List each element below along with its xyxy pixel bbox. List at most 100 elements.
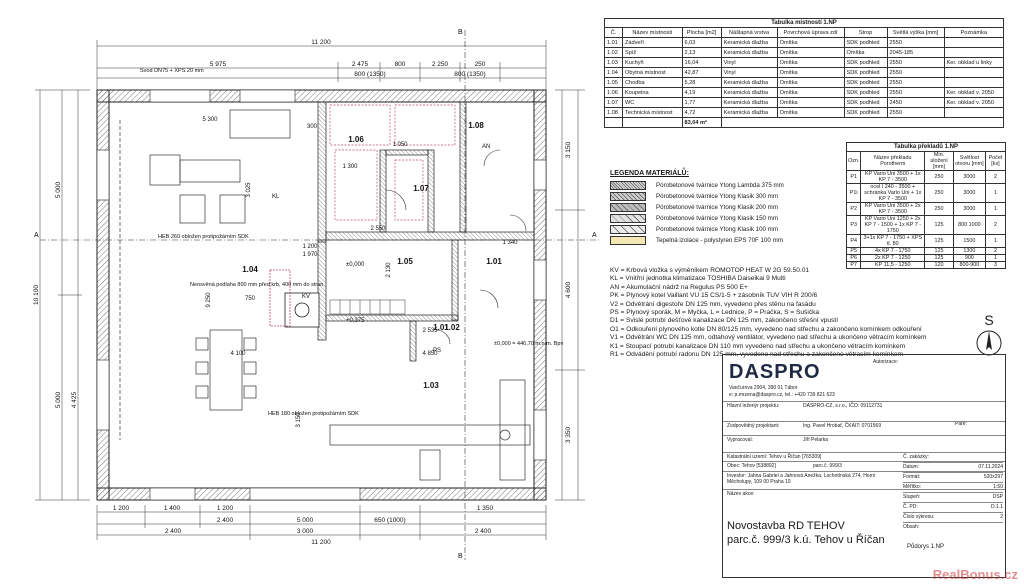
north-arrow: S (974, 312, 1004, 362)
dim-in-10: 1 970 (302, 252, 318, 258)
section-marker-b-top: B (458, 29, 463, 36)
dim-top-1: 5 975 (210, 61, 227, 68)
dim-in-16: 1 050 (392, 142, 408, 148)
installation-markings (329, 104, 456, 221)
dim-in-2: 3 025 (246, 182, 252, 198)
rooms-cell: 1.08 (604, 107, 623, 118)
lintel-cell: 125 (924, 215, 954, 235)
dim-in-7: 9 250 (206, 292, 212, 308)
rooms-cell: Ker. obklad v. 2050 (943, 87, 1005, 98)
note-heb260: HEB 260 obložen protipožárním SDK (158, 234, 249, 240)
rooms-th-floor: Nášlapná vrstva (720, 27, 778, 38)
rooms-th-walls: Povrchová úprava zdí (776, 27, 845, 38)
lintel-cell: KP Vario Uni 3500 + 1x KP 7 - 3500 (860, 170, 926, 184)
title-block: DASPRO Vančurova 2904, 390 01 Tábor e: p… (722, 354, 1006, 578)
rooms-cell: 1.01 (604, 37, 623, 48)
legend-title: LEGENDA MATERIÁLŮ: (610, 170, 689, 177)
dim-in-11: 1 340 (502, 240, 518, 246)
lintel-cell: P1 (845, 170, 862, 184)
room-label-1-02: 1.02 (444, 323, 460, 332)
dim-in-3: 2 550 (370, 226, 386, 232)
legend-swatch (610, 225, 646, 234)
rooms-cell: 1.07 (604, 97, 623, 108)
dim-top-4: 2 250 (432, 61, 449, 68)
dim-bottom-11: 2 400 (475, 528, 492, 535)
rooms-cell: Vinyl (720, 67, 778, 78)
rooms-cell: Omítka (776, 67, 845, 78)
rooms-cell: 16,04 (681, 57, 722, 68)
rooms-cell: Ker. obklad v. 2050 (943, 97, 1005, 108)
staircase (329, 299, 406, 315)
rooms-cell: Omítka (776, 107, 845, 118)
dim-left-2: 5 000 (55, 391, 62, 408)
tb-right-row: Datum:07.11.2024 (903, 462, 1003, 472)
lintel-table-title: Tabulka překladů 1.NP (846, 142, 1006, 151)
section-markers: A A B B (34, 29, 597, 560)
rooms-cell: Koupelna (621, 87, 683, 98)
lintel-cell: 2 (984, 215, 1007, 235)
rooms-cell: Keramická dlažba (720, 47, 778, 58)
dim-total-top: 11 200 (311, 39, 331, 46)
dim-right-3: 3 350 (565, 426, 572, 443)
dim-bottom-5: 5 000 (297, 517, 314, 524)
rooms-cell: Spíž (621, 47, 683, 58)
tb-right-row: Č. PD:D.1.1 (903, 502, 1003, 512)
rooms-cell: 2550 (886, 107, 945, 118)
lintel-cell: P7 (845, 261, 862, 269)
rooms-th-height: Světlá výška [mm] (886, 27, 945, 38)
dim-bottom-10: 3 000 (297, 528, 314, 535)
inner-walls (317, 101, 535, 362)
rooms-cell: Keramická dlažba (720, 97, 778, 108)
authorization-label: Autorizace: (873, 359, 899, 365)
lintel-cell: 2x KP 7 - 1250 (860, 254, 926, 262)
lintel-cell: 125 (924, 247, 954, 255)
tb-right-label: Stupeň: (903, 494, 921, 500)
top-dimension-lines (96, 40, 547, 90)
label-ps: PS (433, 348, 441, 354)
rooms-cell: SDK podhled (843, 67, 888, 78)
rooms-cell: Keramická dlažba (720, 37, 778, 48)
tb-right-row: Stupeň:DSP (903, 492, 1003, 502)
dim-bottom-3: 1 200 (217, 505, 234, 512)
lintel-cell: 2 (984, 170, 1007, 184)
rooms-cell: 1,77 (681, 97, 722, 108)
tb-zp-value: Ing. Pavel Hrobař, ČKAIT: 0701569 (803, 423, 882, 429)
legend-item: Pórobetonové tvárnice Ytong Klasik 200 m… (610, 202, 850, 213)
section-marker-a-right: A (592, 232, 597, 239)
tb-right-value: D.1.1 (991, 504, 1003, 510)
legend-swatch (610, 214, 646, 223)
lintel-cell: 250 (924, 170, 954, 184)
compass-icon (976, 330, 1002, 356)
rooms-cell: 4,72 (681, 107, 722, 118)
tb-right-row: Obsah: (903, 522, 1003, 532)
dim-left-3: 4 425 (71, 391, 78, 408)
rooms-cell: Vinyl (720, 57, 778, 68)
rooms-cell: 42,87 (681, 67, 722, 78)
room-label-1-03: 1.03 (423, 381, 439, 390)
legend-swatch (610, 203, 646, 212)
bottom-dimension-lines (96, 505, 547, 540)
dim-bottom-4: 2 400 (217, 517, 234, 524)
tb-hip-label: Hlavní inženýr projektu: (727, 403, 780, 409)
rooms-cell: 2045-185 (886, 47, 945, 58)
living-furniture (119, 109, 291, 440)
dim-bottom-1: 1 200 (113, 505, 130, 512)
lintel-cell: KP 11,5 - 1250 (860, 261, 926, 269)
room-label-1-01b: 1.01 (486, 257, 502, 266)
section-marker-a-left: A (34, 232, 39, 239)
rooms-cell: WC (621, 97, 683, 108)
lintel-cell: ocel I 240 - 3500 + schránka Vario Uni +… (860, 183, 926, 203)
rooms-cell: Omítka (776, 87, 845, 98)
rooms-cell: 5,28 (681, 77, 722, 88)
rooms-cell: Keramická dlažba (720, 87, 778, 98)
tb-right-label: Formát: (903, 474, 921, 480)
abbreviation-item: K1 = Stoupací potrubí kanalizace DN 110 … (610, 342, 906, 350)
dim-bottom-7: 1 350 (477, 505, 494, 512)
